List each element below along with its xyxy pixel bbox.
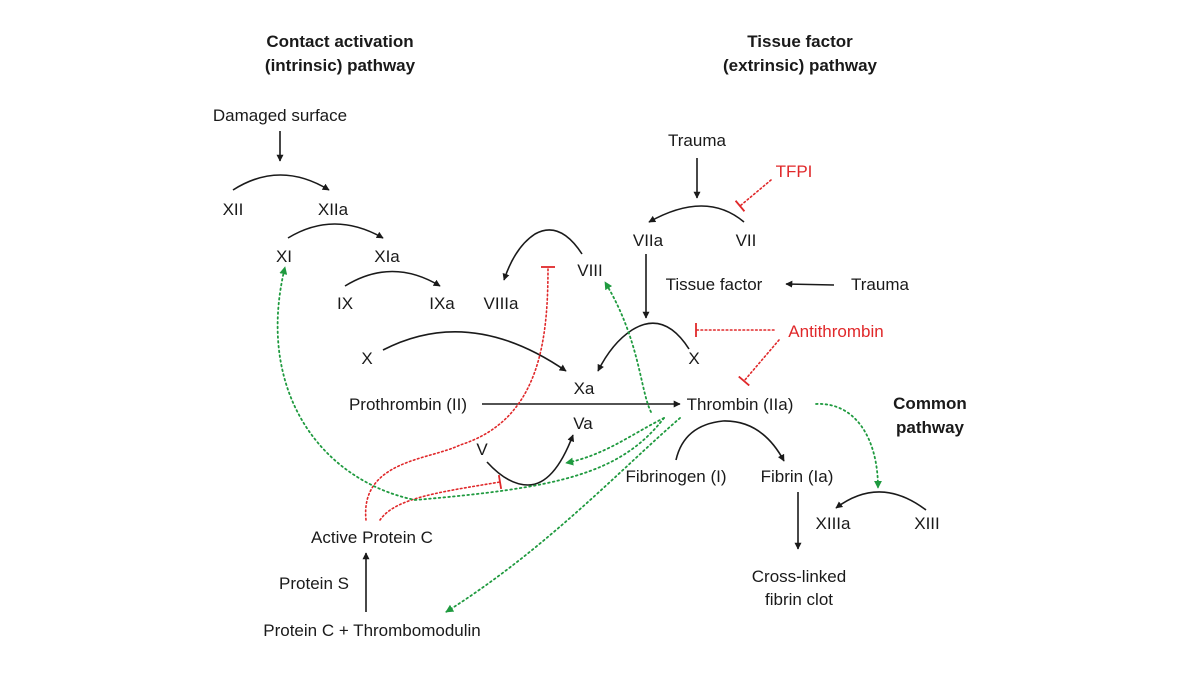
heading-common-line2: pathway	[896, 418, 965, 437]
arrow-viii-to-viiia	[502, 229, 583, 281]
label-xiii: XIII	[914, 514, 940, 533]
label-va: Va	[573, 414, 593, 433]
label-x-right: X	[688, 349, 699, 368]
inhibit-tfpi-to-viia	[734, 179, 772, 212]
arrow-xi-to-xia	[287, 223, 384, 239]
label-v: V	[476, 440, 488, 459]
label-xii: XII	[223, 200, 244, 219]
arrow-ix-to-ixa	[344, 270, 441, 287]
extrinsic-labels: Trauma TFPI VIIa VII Tissue factor Traum…	[633, 131, 910, 368]
heading-common-line1: Common	[893, 394, 967, 413]
arrow-x-right-to-xa	[597, 322, 690, 372]
intrinsic-labels: Damaged surface XII XIIa XI XIa IX IXa V…	[213, 106, 603, 313]
label-xiia: XIIa	[318, 200, 349, 219]
label-xiiia: XIIIa	[816, 514, 852, 533]
feedback-lines	[276, 266, 882, 613]
inhibit-apc-to-va	[379, 474, 503, 521]
regulation-labels: Active Protein C Protein S Protein C + T…	[263, 528, 481, 640]
feedback-thrombin-to-xi	[276, 266, 665, 501]
label-tfpi: TFPI	[776, 162, 813, 181]
label-xi: XI	[276, 247, 292, 266]
inhibit-antithrombin-to-thrombin	[738, 339, 780, 387]
feedback-thrombin-to-xiii	[815, 403, 882, 489]
label-clot-line1: Cross-linked	[752, 567, 846, 586]
label-ix: IX	[337, 294, 353, 313]
headings: Contact activation (intrinsic) pathway T…	[265, 32, 967, 437]
label-viii: VIII	[577, 261, 603, 280]
common-labels: X Xa Prothrombin (II) Thrombin (IIa) Va …	[349, 349, 940, 609]
black-arrows	[232, 131, 927, 612]
label-vii: VII	[736, 231, 757, 250]
inhibition-lines	[365, 179, 780, 521]
label-xia: XIa	[374, 247, 400, 266]
inhibit-apc-to-viiia	[365, 266, 556, 521]
label-thrombin: Thrombin (IIa)	[687, 395, 794, 414]
heading-extrinsic-line1: Tissue factor	[747, 32, 853, 51]
feedback-thrombin-to-viii	[604, 281, 652, 413]
heading-intrinsic-line2: (intrinsic) pathway	[265, 56, 416, 75]
label-trauma-right: Trauma	[851, 275, 909, 294]
heading-extrinsic-line2: (extrinsic) pathway	[723, 56, 878, 75]
label-ixa: IXa	[429, 294, 455, 313]
label-antithrombin: Antithrombin	[788, 322, 883, 341]
label-trauma-top: Trauma	[668, 131, 726, 150]
arrow-xii-to-xiia	[232, 174, 330, 191]
arrow-vii-to-viia	[648, 205, 745, 223]
arrow-xiii-to-xiiia	[835, 491, 927, 511]
label-protein-c-thrombomodulin: Protein C + Thrombomodulin	[263, 621, 481, 640]
label-protein-s: Protein S	[279, 574, 349, 593]
label-active-protein-c: Active Protein C	[311, 528, 433, 547]
arrow-x-left-to-xa	[382, 330, 567, 372]
heading-intrinsic-line1: Contact activation	[266, 32, 413, 51]
label-clot-line2: fibrin clot	[765, 590, 833, 609]
label-viia: VIIa	[633, 231, 664, 250]
feedback-thrombin-to-v	[565, 417, 665, 466]
label-xa: Xa	[574, 379, 595, 398]
label-x-left: X	[361, 349, 372, 368]
arrow-v-to-va	[486, 434, 575, 486]
feedback-thrombin-to-protein-c	[445, 417, 681, 613]
arrow-trauma-to-tissue-factor	[785, 280, 835, 288]
label-tissue-factor: Tissue factor	[666, 275, 763, 294]
arrow-fibrinogen-to-fibrin	[675, 420, 785, 462]
label-damaged-surface: Damaged surface	[213, 106, 347, 125]
label-fibrinogen: Fibrinogen (I)	[625, 467, 726, 486]
label-fibrin: Fibrin (Ia)	[761, 467, 834, 486]
label-prothrombin: Prothrombin (II)	[349, 395, 467, 414]
label-viiia: VIIIa	[484, 294, 520, 313]
